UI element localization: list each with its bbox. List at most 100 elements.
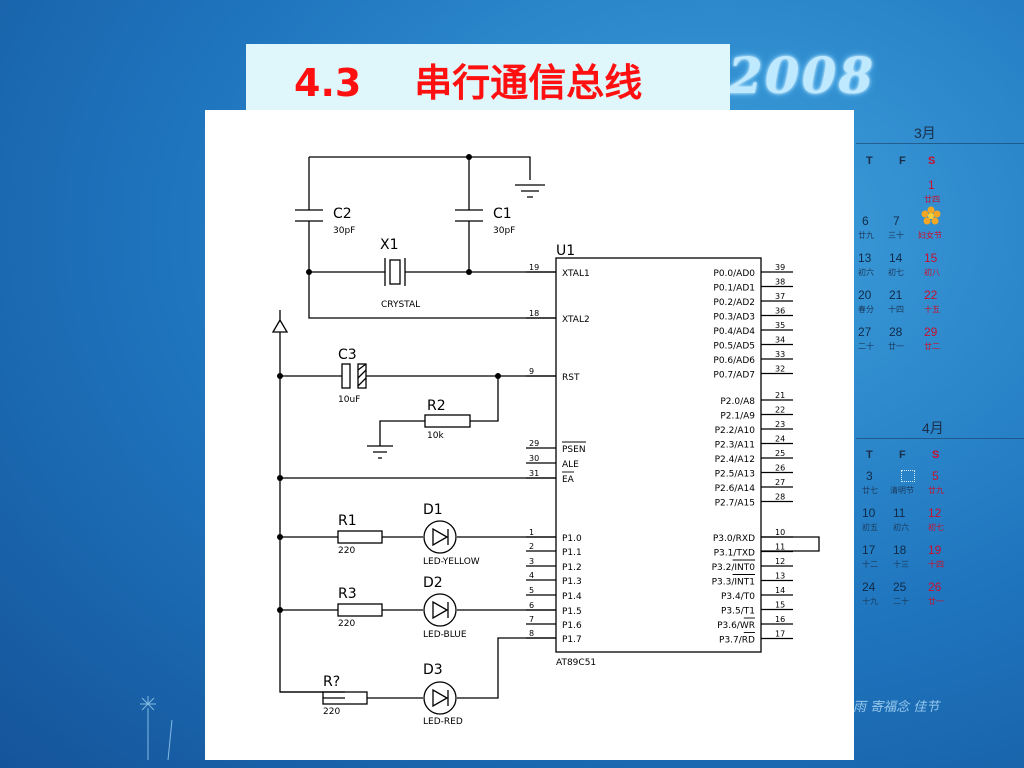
resistor-r1-body [337, 530, 383, 544]
resistor-r4-ref: R? [323, 674, 340, 690]
chip-u1-pin-25-name: P2.4/A12 [715, 455, 755, 465]
capacitor-c2-ref: C2 [333, 206, 352, 222]
calendar-day: 29 [924, 325, 938, 339]
led-d1-ref: D1 [423, 502, 443, 518]
chip-u1-pin-6-number: 6 [529, 601, 534, 610]
calendar-day: 6 [862, 214, 869, 228]
wire-txd-rxd-loop [761, 536, 820, 552]
capacitor-c2-value: 30pF [333, 226, 355, 236]
crystal-x1-leads [379, 258, 411, 286]
chip-u1-pin-3-name: P1.2 [562, 563, 582, 573]
capacitor-c3-plate-hatched [357, 363, 367, 389]
chip-u1-pin-1-name: P1.0 [562, 534, 582, 544]
chip-u1-pin-7-number: 7 [529, 615, 534, 624]
calendar-lunar: 十九 [862, 597, 878, 606]
title-banner [246, 44, 730, 110]
junction-dot [466, 269, 472, 275]
junction-dot [466, 154, 472, 160]
led-d3-value: LED-RED [423, 717, 463, 727]
chip-u1-pin-38-number: 38 [775, 278, 785, 287]
chip-u1-pin-21-name: P2.0/A8 [720, 397, 755, 407]
chip-u1-pin-9-number: 9 [529, 367, 534, 376]
chip-u1-pin-2-name: P1.1 [562, 548, 582, 558]
chip-u1-pin-28-name: P2.7/A15 [715, 499, 755, 509]
calendar-april-header-fri: F [899, 449, 906, 461]
chip-u1-pin-26-number: 26 [775, 464, 785, 473]
chip-u1-pin-8-name: P1.7 [562, 635, 582, 645]
chip-u1-pin-35-name: P0.4/AD4 [713, 327, 755, 337]
chip-u1-pin-30-name: ALE [562, 460, 579, 470]
chip-u1-pin-22-name: P2.1/A9 [720, 412, 755, 422]
ground-symbol-r2 [367, 445, 393, 459]
resistor-r2-value: 10k [427, 431, 444, 441]
chip-u1-pin-3-number: 3 [529, 557, 534, 566]
chip-u1-pin-31-name: EA [562, 475, 575, 485]
calendar-day: 14 [889, 251, 903, 265]
chip-u1-pin-6-name: P1.5 [562, 607, 582, 617]
calendar-march-header-sat: S [928, 155, 936, 167]
calendar-day: 21 [889, 288, 903, 302]
calendar-day: 24 [862, 580, 876, 594]
chip-u1-pin-34-number: 34 [775, 336, 785, 345]
led-d3-symbol [432, 688, 449, 708]
calendar-lunar: 初五 [862, 523, 878, 532]
calendar-lunar: 初七 [928, 523, 944, 532]
chip-u1-pin-8-number: 8 [529, 629, 534, 638]
calendar-lunar: 廿七 [862, 486, 878, 495]
resistor-r3-value: 220 [338, 619, 355, 629]
chip-u1-pin-11-number: 11 [775, 543, 785, 552]
calendar-lunar: 二十 [893, 597, 909, 606]
chip-u1-pin-24-number: 24 [775, 435, 785, 444]
chip-u1-pin-18-number: 18 [529, 309, 539, 318]
calendar-day: 26 [928, 580, 942, 594]
capacitor-c3-plate [341, 363, 351, 389]
led-d1-symbol [432, 527, 449, 547]
dandelion-decoration [140, 696, 173, 760]
ground-symbol [515, 184, 545, 198]
flower-icon [921, 206, 941, 225]
calendar-day: 25 [893, 580, 907, 594]
calendar-lunar: 初六 [893, 523, 909, 532]
chip-u1-pin-12-name: P3.2/INT0 [712, 563, 756, 573]
chip-u1-pin-19-name: XTAL1 [562, 269, 590, 279]
vcc-arrow-symbol [271, 318, 289, 333]
calendar-lunar: 初六 [858, 268, 874, 277]
junction-dot [277, 607, 283, 613]
chip-u1-pin-5-name: P1.4 [562, 592, 582, 602]
calendar-day: 7 [893, 214, 900, 228]
capacitor-c3-value: 10uF [338, 395, 360, 405]
led-d2-symbol [432, 600, 449, 620]
chip-u1-pin-39-name: P0.0/AD0 [713, 269, 755, 279]
chip-u1-pin-7-name: P1.6 [562, 621, 582, 631]
junction-dot [277, 534, 283, 540]
chip-u1-pin-12-number: 12 [775, 557, 785, 566]
chip-u1-pin-17-number: 17 [775, 630, 785, 639]
calendar-lunar: 廿一 [888, 342, 904, 351]
chip-u1-ref: U1 [556, 243, 575, 259]
chip-u1-pin-25-number: 25 [775, 449, 785, 458]
wire-xtal2 [308, 221, 556, 319]
calendar-march-header-tue: T [866, 155, 873, 167]
chip-u1-pin-37-name: P0.2/AD2 [713, 298, 755, 308]
led-d1-circle [423, 520, 457, 554]
resistor-r2-ref: R2 [427, 398, 446, 414]
chip-u1-pin-4-number: 4 [529, 571, 534, 580]
calendar-day: 3 [866, 469, 873, 483]
calendar-day: 19 [928, 543, 942, 557]
led-d2-circle [423, 593, 457, 627]
calendar-march-month: 3月 [914, 125, 936, 141]
calendar-lunar: 廿九 [858, 231, 874, 240]
calendar-lunar: 初八 [924, 268, 940, 277]
capacitor-c1-symbol [455, 209, 483, 222]
calendar-lunar: 廿二 [924, 342, 940, 351]
crystal-x1-value: CRYSTAL [381, 300, 420, 310]
calendar-lunar: 二十 [858, 342, 874, 351]
chip-u1-pin-28-number: 28 [775, 493, 785, 502]
chip-u1-pin-18-name: XTAL2 [562, 315, 590, 325]
calendar-lunar: 十三 [893, 560, 909, 569]
calendar-day: 20 [858, 288, 872, 302]
resistor-r2-body [424, 414, 471, 428]
resistor-r1-ref: R1 [338, 513, 357, 529]
calendar-lunar: 三十 [888, 231, 904, 240]
